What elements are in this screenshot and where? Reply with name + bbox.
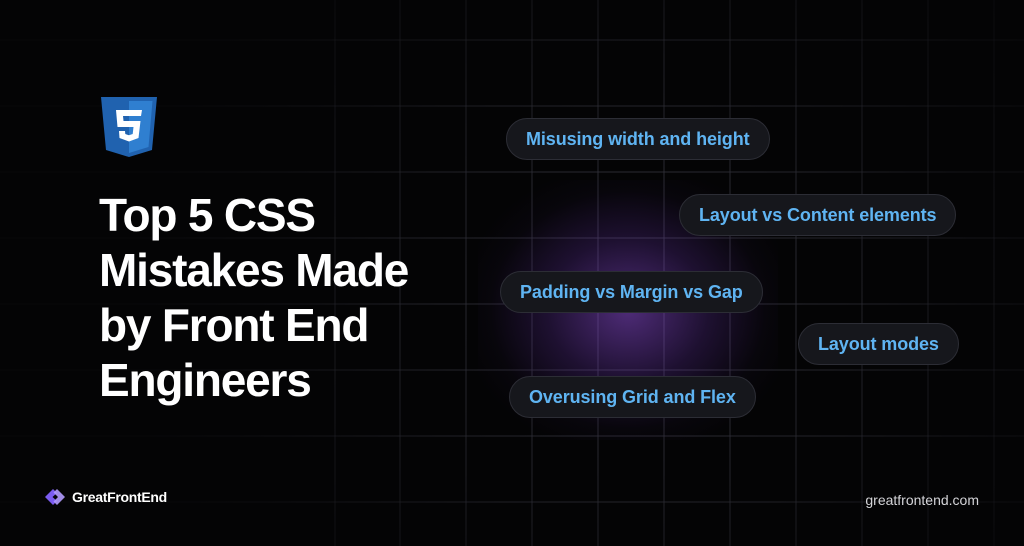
headline-line-1: Top 5 CSS xyxy=(99,189,316,241)
topic-pill-layout-content: Layout vs Content elements xyxy=(679,194,957,236)
headline-line-4: Engineers xyxy=(99,354,312,406)
css3-icon xyxy=(101,97,157,157)
topic-pill-padding-margin-gap: Padding vs Margin vs Gap xyxy=(500,271,763,313)
headline: Top 5 CSS Mistakes Made by Front End Eng… xyxy=(99,188,409,408)
topic-pill-grid-flex: Overusing Grid and Flex xyxy=(509,376,756,418)
topic-pill-layout-modes: Layout modes xyxy=(798,323,959,365)
greatfrontend-logo-icon xyxy=(45,489,65,505)
brand-name: GreatFrontEnd xyxy=(72,489,167,505)
headline-line-3: by Front End xyxy=(99,299,369,351)
topic-pill-width-height: Misusing width and height xyxy=(506,118,770,160)
headline-line-2: Mistakes Made xyxy=(99,244,409,296)
brand: GreatFrontEnd xyxy=(44,487,167,507)
site-url: greatfrontend.com xyxy=(865,492,979,508)
